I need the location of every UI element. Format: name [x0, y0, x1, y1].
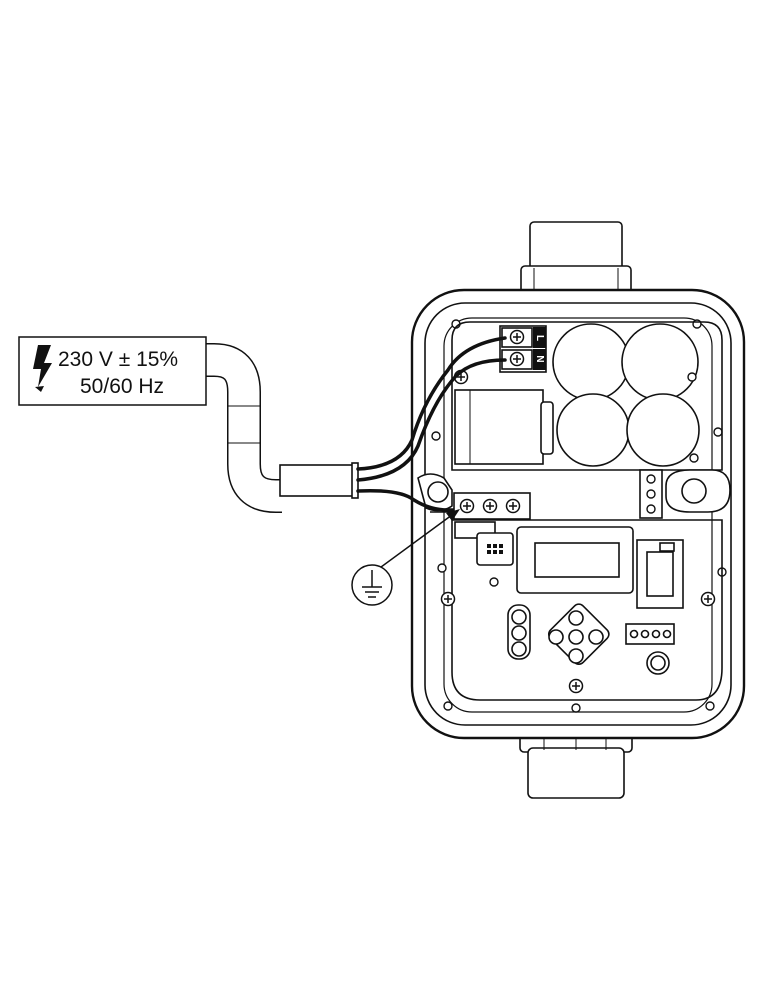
display-window	[516, 526, 634, 594]
earth-terminal-block	[430, 492, 531, 520]
ground-symbol-icon	[351, 509, 460, 606]
supply-voltage: 230 V ± 15%	[58, 348, 178, 371]
power-cable	[197, 343, 359, 513]
control-panel-area	[451, 519, 723, 701]
terminal-line-label: L	[534, 335, 545, 341]
latch-and-terminal-strip	[639, 469, 731, 519]
top-pipe-fitting	[520, 221, 632, 297]
status-leds	[507, 604, 531, 660]
lightning-bolt-icon	[33, 345, 52, 392]
navigation-keypad	[547, 603, 610, 666]
terminal-neutral-label: N	[534, 355, 545, 362]
cable-gland	[417, 473, 453, 512]
connector-socket	[636, 539, 684, 609]
capacitor-compartment	[451, 321, 723, 471]
signal-terminal-strip	[625, 623, 675, 675]
mains-terminal-block: L N	[499, 325, 547, 373]
supply-frequency: 50/60 Hz	[80, 375, 164, 398]
power-supply-label: 230 V ± 15% 50/60 Hz	[18, 336, 207, 406]
wires	[356, 336, 507, 512]
